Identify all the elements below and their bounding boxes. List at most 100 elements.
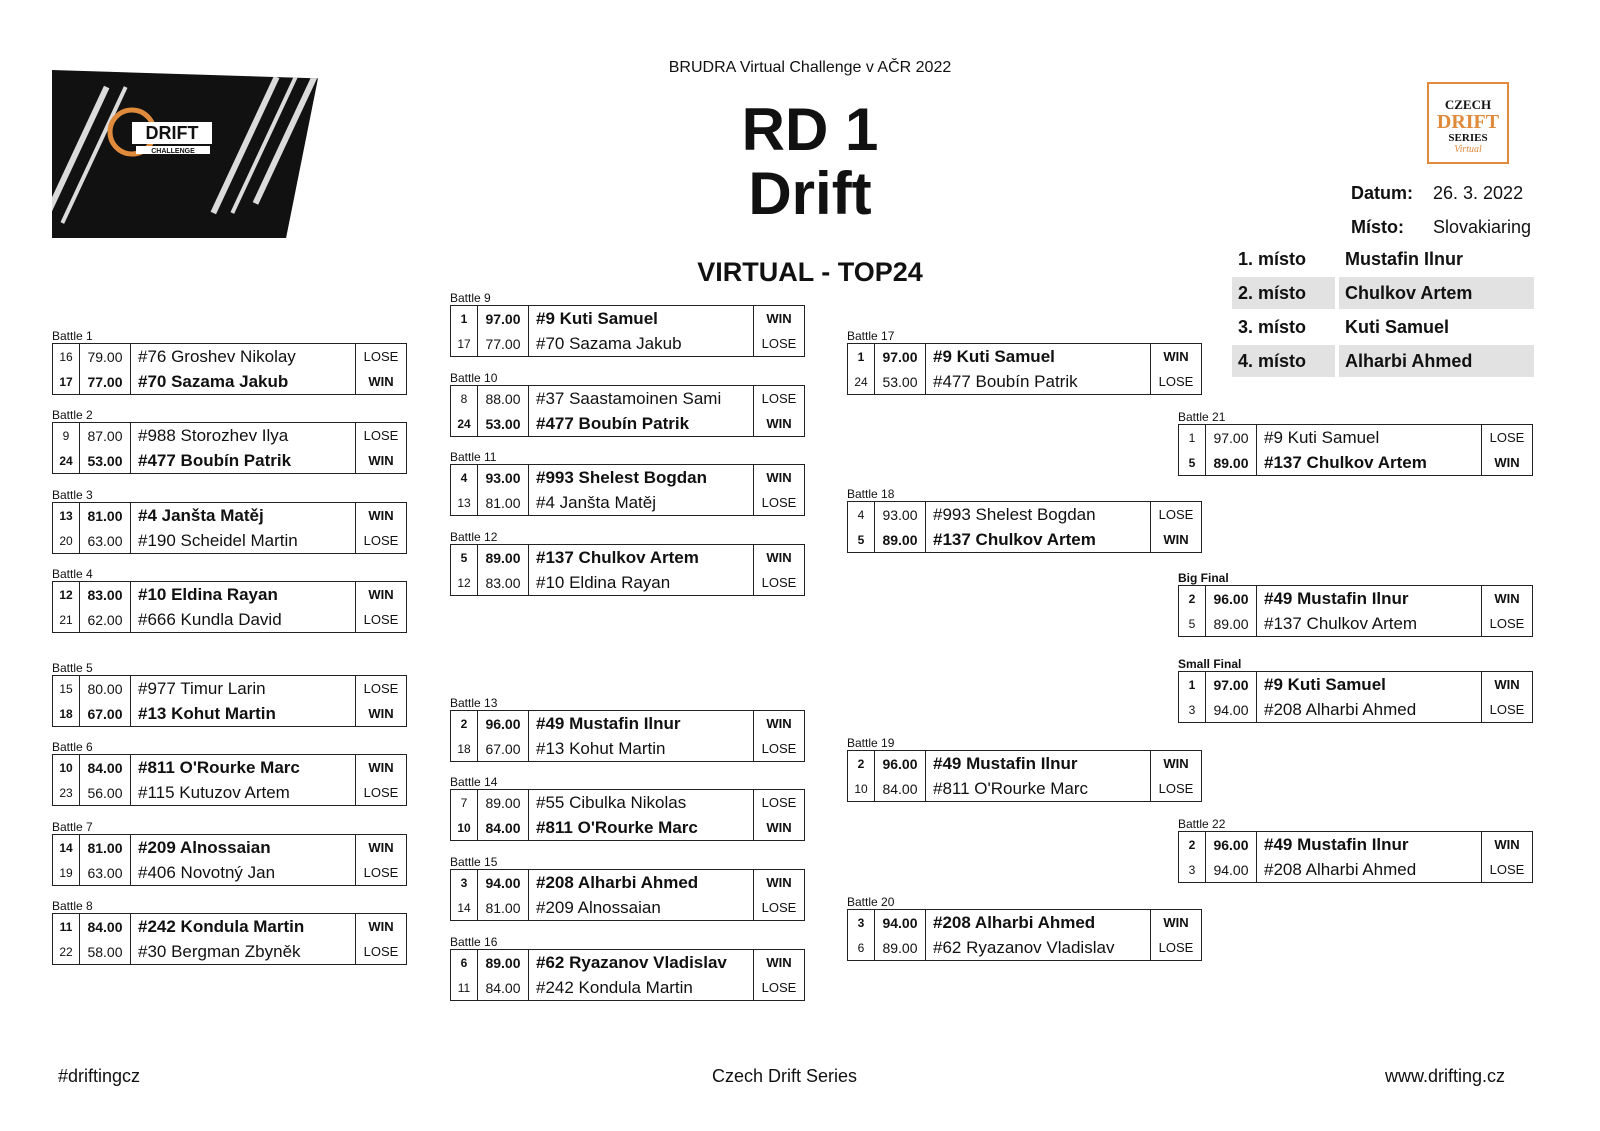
- seed: 16: [53, 344, 80, 369]
- battle-label: Battle 16: [450, 935, 498, 949]
- seed: 20: [53, 528, 80, 553]
- result: WIN: [368, 508, 394, 523]
- seed: 9: [53, 423, 80, 448]
- seed: 14: [53, 835, 80, 860]
- qualification-score: 88.00: [478, 386, 529, 411]
- round-title: RD 1: [741, 96, 879, 163]
- result: WIN: [766, 820, 792, 835]
- result: LOSE: [1489, 616, 1525, 631]
- seed: 21: [53, 607, 80, 632]
- result: WIN: [1494, 677, 1520, 692]
- driver-name: #70 Sazama Jakub: [529, 331, 754, 356]
- qualification-score: 89.00: [478, 950, 529, 975]
- qualification-score: 97.00: [1206, 672, 1257, 697]
- seed: 22: [53, 939, 80, 964]
- result: WIN: [1163, 349, 1189, 364]
- driver-name: #406 Novotný Jan: [131, 860, 356, 885]
- qualification-score: 77.00: [478, 331, 529, 356]
- seed: 2: [848, 751, 875, 776]
- battle-label: Battle 11: [450, 450, 497, 464]
- driver-name: #49 Mustafin Ilnur: [926, 751, 1151, 776]
- footer-org: Czech Drift Series: [712, 1066, 858, 1086]
- driver-name: #70 Sazama Jakub: [131, 369, 356, 394]
- czech-drift-series-logo: CZECH DRIFT SERIES Virtual: [1427, 82, 1509, 164]
- seed: 3: [1179, 857, 1206, 882]
- qualification-score: 89.00: [875, 527, 926, 552]
- qualification-score: 63.00: [80, 528, 131, 553]
- qualification-score: 58.00: [80, 939, 131, 964]
- battle-label: Battle 9: [450, 291, 491, 305]
- battle-label: Battle 6: [52, 740, 93, 754]
- seed: 11: [451, 975, 478, 1000]
- result: LOSE: [761, 575, 797, 590]
- result: LOSE: [1158, 781, 1194, 796]
- seed: 2: [1179, 832, 1206, 857]
- result: LOSE: [363, 349, 399, 364]
- podium-driver: Chulkov Artem: [1339, 277, 1534, 309]
- driver-name: #76 Groshev Nikolay: [131, 344, 356, 369]
- qualification-score: 81.00: [80, 503, 131, 528]
- seed: 3: [848, 910, 875, 935]
- qualification-score: 84.00: [875, 776, 926, 801]
- seed: 5: [1179, 611, 1206, 636]
- podium-place: 1. místo: [1238, 248, 1307, 269]
- result: WIN: [1494, 455, 1520, 470]
- driver-name: #37 Saastamoinen Sami: [529, 386, 754, 411]
- driver-name: #208 Alharbi Ahmed: [1257, 697, 1482, 722]
- driver-name: #137 Chulkov Artem: [1257, 611, 1482, 636]
- qualification-score: 89.00: [1206, 611, 1257, 636]
- driver-name: #993 Shelest Bogdan: [529, 465, 754, 490]
- seed: 5: [1179, 450, 1206, 475]
- battle-label: Battle 21: [1178, 410, 1226, 424]
- battle-label: Battle 4: [52, 567, 93, 581]
- battle-label: Battle 1: [52, 329, 93, 343]
- qualification-score: 84.00: [478, 975, 529, 1000]
- result: LOSE: [1489, 702, 1525, 717]
- footer-hashtag: #driftingcz: [58, 1066, 141, 1086]
- result: WIN: [368, 453, 394, 468]
- result: WIN: [368, 919, 394, 934]
- driver-name: #977 Timur Larin: [131, 676, 356, 701]
- qualification-score: 94.00: [1206, 697, 1257, 722]
- result: WIN: [1163, 915, 1189, 930]
- driver-name: #137 Chulkov Artem: [926, 527, 1151, 552]
- seed: 1: [451, 306, 478, 331]
- result: WIN: [766, 311, 792, 326]
- result: LOSE: [761, 900, 797, 915]
- podium-place: 2. místo: [1232, 277, 1335, 309]
- result: WIN: [766, 716, 792, 731]
- qualification-score: 96.00: [1206, 586, 1257, 611]
- battle-label: Battle 7: [52, 820, 93, 834]
- result: WIN: [766, 550, 792, 565]
- seed: 7: [451, 790, 478, 815]
- driver-name: #208 Alharbi Ahmed: [529, 870, 754, 895]
- driver-name: #477 Boubín Patrik: [926, 369, 1151, 394]
- driver-name: #115 Kutuzov Artem: [131, 780, 356, 805]
- footer-website: www.drifting.cz: [1385, 1066, 1506, 1086]
- driver-name: #666 Kundla David: [131, 607, 356, 632]
- seed: 5: [848, 527, 875, 552]
- seed: 14: [451, 895, 478, 920]
- battle-label: Battle 17: [847, 329, 895, 343]
- seed: 19: [53, 860, 80, 885]
- qualification-score: 84.00: [80, 755, 131, 780]
- qualification-score: 89.00: [478, 790, 529, 815]
- qualification-score: 97.00: [478, 306, 529, 331]
- svg-text:CHALLENGE: CHALLENGE: [151, 148, 195, 155]
- qualification-score: 67.00: [80, 701, 131, 726]
- seed: 17: [451, 331, 478, 356]
- qualification-score: 63.00: [80, 860, 131, 885]
- result: LOSE: [363, 944, 399, 959]
- seed: 1: [848, 344, 875, 369]
- qualification-score: 53.00: [875, 369, 926, 394]
- result: WIN: [368, 374, 394, 389]
- battle-label: Battle 10: [450, 371, 498, 385]
- qualification-score: 89.00: [875, 935, 926, 960]
- driver-name: #30 Bergman Zbyněk: [131, 939, 356, 964]
